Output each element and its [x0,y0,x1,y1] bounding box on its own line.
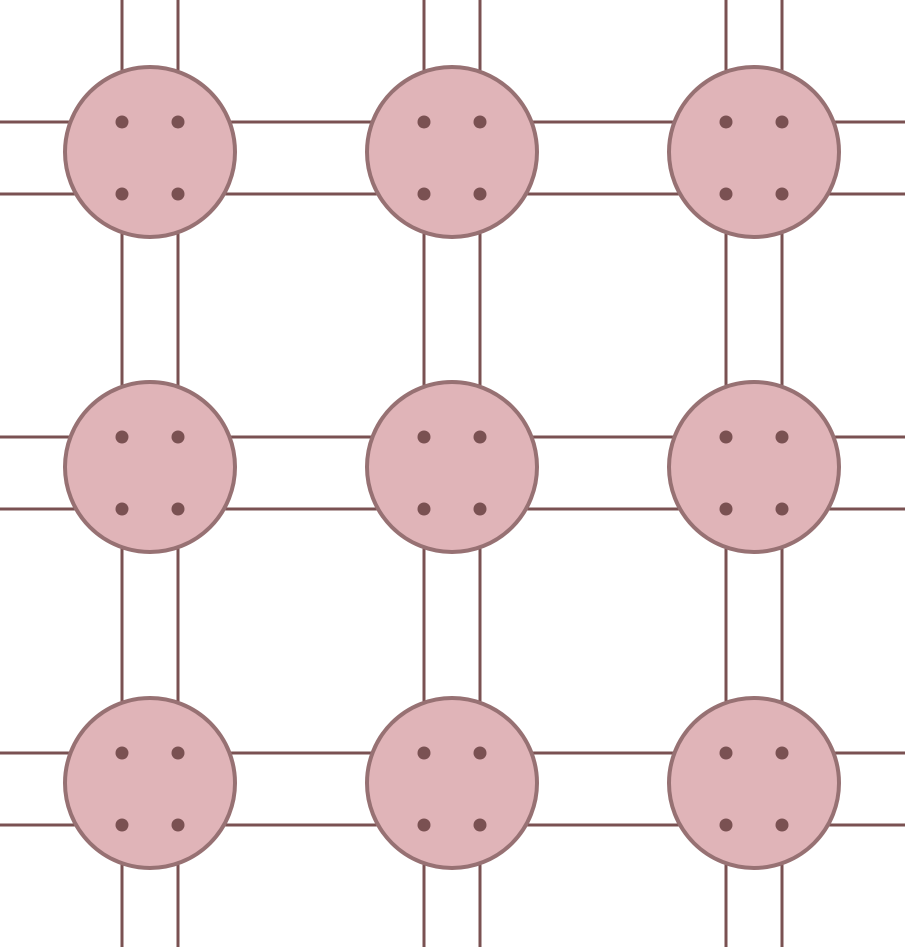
node-circle [63,380,237,554]
pin-dot [775,187,789,201]
pin-dot [171,430,185,444]
pin-dot [417,430,431,444]
pin-dot [719,502,733,516]
pin-dot [775,430,789,444]
node-circle [365,65,539,239]
node-circle [63,65,237,239]
pin-dot [473,187,487,201]
pin-dot [115,115,129,129]
pin-dot [775,818,789,832]
pin-dot [775,502,789,516]
pin-dot [719,115,733,129]
pin-dot [417,818,431,832]
node-layer [63,65,841,870]
node-circle [667,380,841,554]
pin-dot [115,818,129,832]
pin-dot [719,430,733,444]
pin-dot [171,502,185,516]
pin-dot [417,502,431,516]
pin-dot [171,746,185,760]
pin-dot [473,746,487,760]
pin-dot [473,115,487,129]
pin-dot [171,187,185,201]
pin-dot [775,746,789,760]
pin-dot [171,818,185,832]
pin-dot [775,115,789,129]
pin-dot [473,430,487,444]
pin-dot [417,115,431,129]
node-circle [667,65,841,239]
pin-dot [115,502,129,516]
pin-dot [719,187,733,201]
pin-dot [719,818,733,832]
pin-dot [417,187,431,201]
pin-dot [473,818,487,832]
pin-dot [115,746,129,760]
node-circle [365,696,539,870]
pin-dot [473,502,487,516]
node-circle [365,380,539,554]
pin-dot [115,430,129,444]
pin-layer [115,115,789,832]
pin-dot [171,115,185,129]
pin-dot [115,187,129,201]
node-circle [667,696,841,870]
pin-dot [719,746,733,760]
node-circle [63,696,237,870]
pin-dot [417,746,431,760]
